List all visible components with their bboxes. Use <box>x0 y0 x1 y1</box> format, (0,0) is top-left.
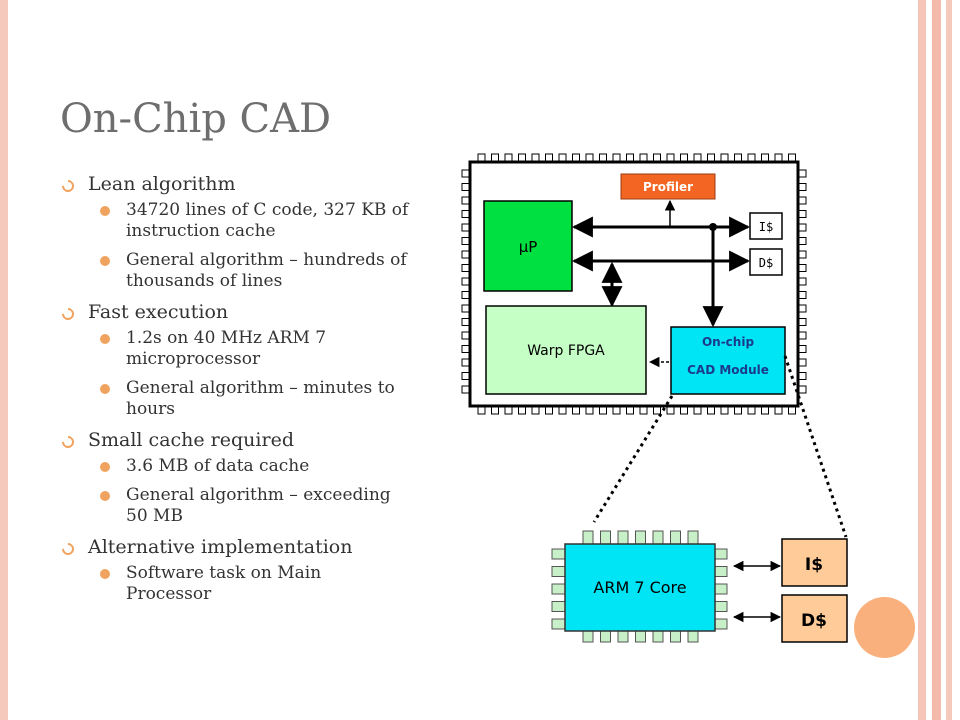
arm-icache-label: I$ <box>805 555 823 575</box>
pin <box>617 629 629 643</box>
sub-bullet-text: General algorithm – exceeding 50 MB <box>126 485 391 526</box>
sub-bullet: General algorithm – exceeding 50 MB <box>88 485 410 527</box>
sub-bullet: 1.2s on 40 MHz ARM 7 microprocessor <box>88 328 410 370</box>
bullet-text: Fast execution <box>88 301 229 323</box>
sub-bullet-list: 34720 lines of C code, 327 KB of instruc… <box>88 200 410 292</box>
slide-frame-right-outer <box>946 0 952 720</box>
bullet-text: Lean algorithm <box>88 173 236 195</box>
dot-icon <box>100 256 110 266</box>
arm-core-box <box>564 543 716 632</box>
dcache-box <box>749 248 783 276</box>
pin <box>582 629 594 643</box>
sub-bullet-list: Software task on Main Processor <box>88 563 410 605</box>
chip-pins <box>461 153 807 415</box>
pin <box>652 629 664 643</box>
pin <box>635 629 646 643</box>
microprocessor-label: µP <box>519 238 538 256</box>
bullet-lean-algorithm: Lean algorithm 34720 lines of C code, 32… <box>59 172 410 292</box>
sub-bullet-text: 34720 lines of C code, 327 KB of instruc… <box>126 200 409 241</box>
icache-box <box>749 212 783 240</box>
bullet-text: Alternative implementation <box>88 536 353 558</box>
arm-dcache-label: D$ <box>801 611 827 631</box>
slide-title: On-Chip CAD <box>60 96 332 142</box>
decorative-orange-circle <box>854 597 915 658</box>
cad-module-label-line2: CAD Module <box>687 363 769 377</box>
pin <box>617 530 629 546</box>
pin <box>713 601 728 612</box>
pin <box>687 530 699 546</box>
pin <box>600 530 611 546</box>
microprocessor-box <box>483 200 573 292</box>
pin <box>687 629 699 643</box>
profiler-label: Profiler <box>643 180 693 194</box>
sub-bullet-text: General algorithm – minutes to hours <box>126 378 395 419</box>
bullet-small-cache: Small cache required 3.6 MB of data cach… <box>59 428 410 527</box>
dcache-label: D$ <box>759 256 773 270</box>
slide-frame-right <box>918 0 926 720</box>
zoom-line-left <box>592 395 674 523</box>
pin <box>652 530 664 546</box>
bullet-alternative-implementation: Alternative implementation Software task… <box>59 535 410 605</box>
warp-fpga-label: Warp FPGA <box>527 343 605 359</box>
bullet-list: Lean algorithm 34720 lines of C code, 32… <box>59 172 410 613</box>
pin <box>582 530 594 546</box>
dot-icon <box>100 334 110 344</box>
sub-bullet-text: 3.6 MB of data cache <box>126 456 310 476</box>
pin <box>551 566 567 577</box>
dot-icon <box>100 384 110 394</box>
sub-bullet: 3.6 MB of data cache <box>88 456 410 477</box>
bullet-fast-execution: Fast execution 1.2s on 40 MHz ARM 7 micr… <box>59 300 410 420</box>
cad-module-box <box>670 326 786 395</box>
zoom-line-right <box>783 355 848 538</box>
pin <box>713 583 728 595</box>
arm-icache-box <box>781 538 848 587</box>
pin <box>551 618 567 630</box>
pin <box>600 629 611 643</box>
sub-bullet-text: General algorithm – hundreds of thousand… <box>126 250 407 291</box>
sub-bullet: General algorithm – minutes to hours <box>88 378 410 420</box>
pin <box>713 548 728 560</box>
dot-icon <box>100 206 110 216</box>
dot-icon <box>100 569 110 579</box>
pin <box>670 629 681 643</box>
cad-module-label-line1: On-chip <box>702 335 754 349</box>
sub-bullet-text: Software task on Main Processor <box>126 563 322 604</box>
sub-bullet: Software task on Main Processor <box>88 563 410 605</box>
pin <box>551 601 567 612</box>
pin <box>713 566 728 577</box>
slide-frame-right-inner <box>932 0 941 720</box>
pin <box>551 548 567 560</box>
sub-bullet-list: 1.2s on 40 MHz ARM 7 microprocessor Gene… <box>88 328 410 420</box>
dot-icon <box>100 462 110 472</box>
warp-fpga-box <box>485 305 647 395</box>
profiler-box <box>620 173 716 200</box>
arm-dcache-box <box>781 594 848 643</box>
slide-frame-left <box>0 0 8 720</box>
pin <box>551 583 567 595</box>
pin <box>670 530 681 546</box>
pin <box>713 618 728 630</box>
arm-core-label: ARM 7 Core <box>593 578 686 597</box>
bullet-text: Small cache required <box>88 429 294 451</box>
icache-label: I$ <box>759 220 773 234</box>
sub-bullet: General algorithm – hundreds of thousand… <box>88 250 410 292</box>
sub-bullet: 34720 lines of C code, 327 KB of instruc… <box>88 200 410 242</box>
dot-icon <box>100 491 110 501</box>
pin <box>635 530 646 546</box>
sub-bullet-text: 1.2s on 40 MHz ARM 7 microprocessor <box>126 328 327 369</box>
sub-bullet-list: 3.6 MB of data cache General algorithm –… <box>88 456 410 527</box>
